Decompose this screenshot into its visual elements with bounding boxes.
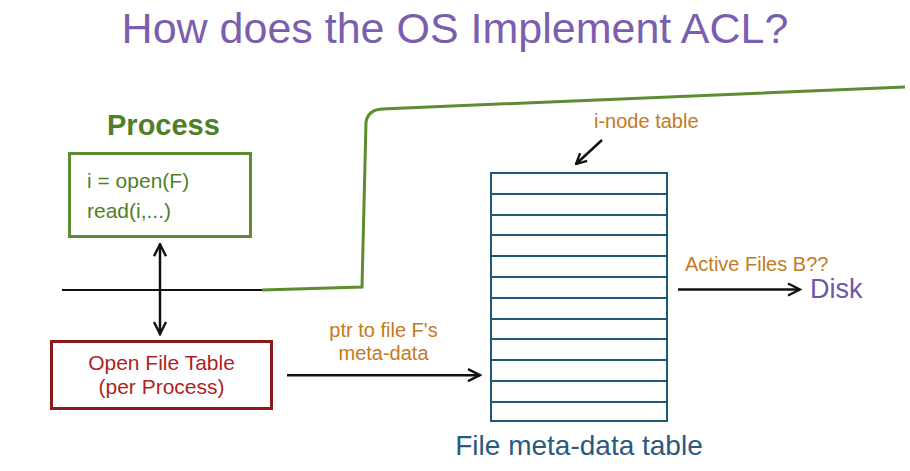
- box-heading: Process: [107, 109, 220, 142]
- connector-arrow: [287, 374, 480, 377]
- kernel-boundary-line: [62, 289, 262, 291]
- process-box: Processi = open(F)read(i,...): [68, 152, 252, 238]
- diagram-title: How does the OS Implement ACL?: [0, 4, 910, 53]
- edge-label: ptr to file F's meta-data: [306, 319, 462, 365]
- code-line: read(i,...): [87, 199, 233, 223]
- code-line: i = open(F): [87, 169, 233, 193]
- table-caption: File meta-data table: [455, 430, 702, 462]
- disk-label: Disk: [810, 274, 863, 305]
- box-label: Open File Table (per Process): [71, 351, 252, 399]
- open-file-table-box: Open File Table (per Process): [50, 340, 273, 410]
- edge-label: Active Files B??: [682, 253, 831, 276]
- leader-arrow: [576, 140, 602, 164]
- connector-arrow: [678, 288, 800, 291]
- disk-node: Disk: [806, 272, 867, 307]
- connector-arrow: [159, 244, 162, 334]
- table-callout: i-node table: [594, 110, 699, 133]
- inode-table: File meta-data table: [490, 172, 668, 422]
